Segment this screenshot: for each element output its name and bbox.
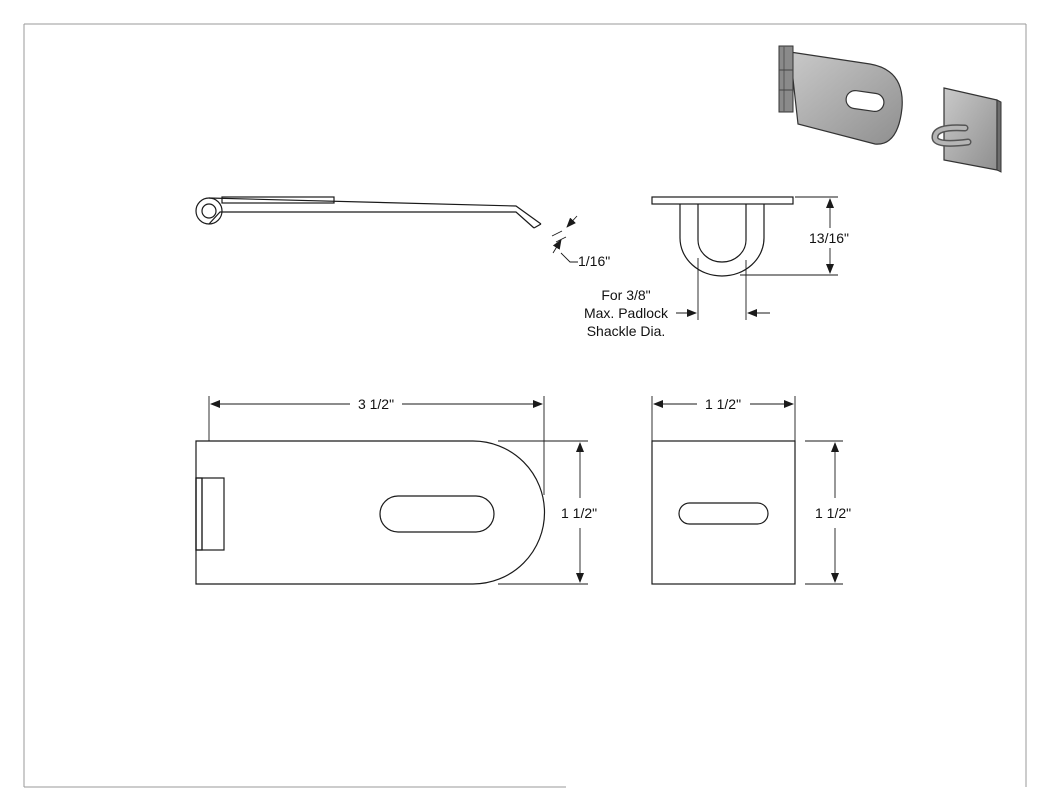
shackle-dimension xyxy=(676,258,770,320)
hasp-3d-render xyxy=(778,45,903,145)
padlock-note-line-2: Max. Padlock xyxy=(584,305,669,321)
staple-side-view xyxy=(651,196,794,277)
hasp-side-view xyxy=(195,196,542,229)
staple-plate-width-dimension xyxy=(651,396,796,441)
hasp-length-label: 3 1/2" xyxy=(358,396,394,412)
padlock-note-line-1: For 3/8" xyxy=(601,287,650,303)
staple-height-dimension xyxy=(740,196,838,276)
hasp-length-dimension xyxy=(208,396,545,495)
sheet-frame xyxy=(23,23,1027,788)
hasp-width-dimension xyxy=(498,440,588,585)
staple-plate-top-view xyxy=(651,440,796,585)
staple-3d-render xyxy=(931,87,1002,173)
thickness-dimension xyxy=(551,215,578,263)
staple-plate-width-label: 1 1/2" xyxy=(705,396,741,412)
padlock-note-line-3: Shackle Dia. xyxy=(587,323,666,339)
thickness-label: 1/16" xyxy=(578,253,610,269)
staple-plate-height-dimension xyxy=(805,440,843,585)
staple-height-label: 13/16" xyxy=(809,230,849,246)
hasp-top-view xyxy=(195,440,546,585)
staple-plate-height-label: 1 1/2" xyxy=(815,505,851,521)
hasp-width-label: 1 1/2" xyxy=(561,505,597,521)
